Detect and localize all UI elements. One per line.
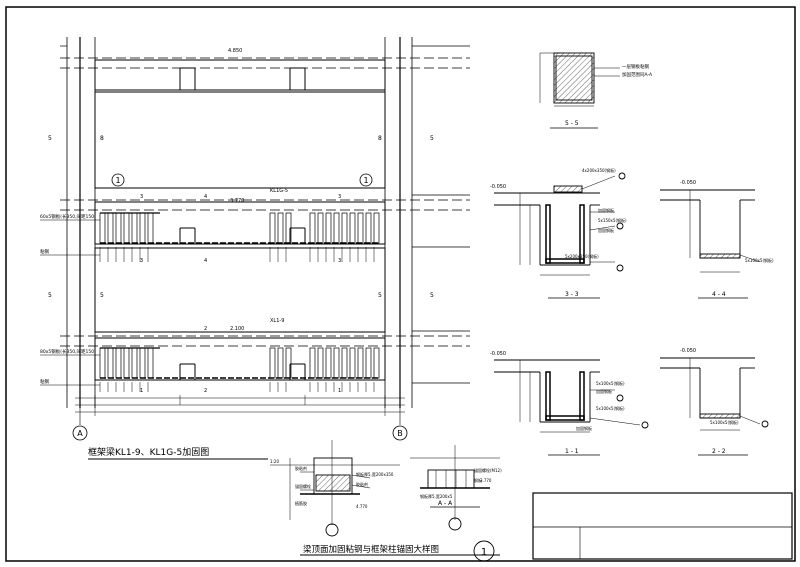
num-2-a: 2	[204, 326, 207, 332]
title-main-elevation: 框架梁KL1-9、KL1G-5加固图	[88, 446, 209, 458]
note-1-1-c: 5x100x5(钢板)	[596, 405, 625, 411]
note-3-3-e: 5x200x350(钢板)	[565, 253, 599, 259]
num-3-b: 3	[338, 194, 341, 200]
section-4-4	[660, 189, 761, 299]
scale-label: 1:20	[270, 459, 279, 464]
steel-strips-upper	[99, 212, 380, 262]
section-2-2	[660, 357, 769, 456]
num-4-b: 4	[204, 258, 207, 264]
section-1-1	[494, 359, 649, 456]
note-3-3-d: 5x150x5(钢板)	[598, 217, 627, 223]
num-2-b: 2	[204, 388, 207, 394]
steel-strips-lower	[99, 347, 380, 392]
callout-upper-left: 1	[115, 176, 120, 185]
axis-label-a: A	[77, 429, 83, 438]
title-bottom: 梁顶面加固粘钢与框架柱锚固大样图	[303, 544, 439, 555]
num-1-b: 1	[338, 388, 341, 394]
num-1-a: 1	[140, 388, 143, 394]
elev-top: 4.850	[228, 48, 242, 54]
num-5-c: 5	[48, 292, 52, 299]
elev-mid: 2.100	[230, 326, 244, 332]
aa-label-3: 钢板厚5,宽200x5	[420, 493, 453, 499]
note-3-3-a: 4x200x350(钢板)	[582, 167, 616, 173]
num-3-c: 3	[140, 258, 143, 264]
sheet-border	[5, 6, 796, 562]
detail-label-4: 胶粘剂	[356, 481, 368, 487]
section-1-1-title: 1 - 1	[565, 448, 579, 455]
num-3-a: 3	[140, 194, 143, 200]
num-5-a: 5	[48, 135, 52, 142]
note-4-4-a: 5x100x5(钢板)	[745, 257, 774, 263]
note-2-2-a: 5x100x5(钢板)	[710, 419, 739, 425]
detail-label-1: 胶粘剂	[295, 465, 307, 471]
note-3-3-f: 加固钢板	[598, 227, 614, 233]
anchor-detail	[270, 440, 500, 562]
num-5-e: 5	[378, 292, 382, 299]
title-block	[532, 492, 793, 560]
num-8-a: 8	[100, 135, 104, 142]
section-2-2-title: 2 - 2	[712, 448, 726, 455]
beam-label-lower: XL1-9	[270, 318, 284, 324]
note-5-5-a: 一层钢板粘钢	[622, 63, 649, 70]
detail-label-3: 钢板厚5,宽200x350	[356, 471, 394, 477]
section-4-4-elev: -0.050	[680, 180, 696, 186]
section-3-3	[494, 172, 626, 299]
note-3-3-b: 加固钢板	[598, 207, 614, 213]
beam-label-upper: KL1G-5	[270, 188, 288, 194]
section-3-3-elev: -0.050	[490, 184, 506, 190]
section-4-4-title: 4 - 4	[712, 291, 726, 298]
detail-label-5: 植筋胶	[295, 500, 307, 506]
title-bottom-number: 1	[481, 547, 487, 558]
section-2-2-elev: -0.050	[680, 348, 696, 354]
section-5-5-title: 5 - 5	[565, 120, 579, 127]
section-aa	[410, 445, 500, 531]
steel-label-2: 粘钢	[40, 248, 49, 255]
elevation-callouts	[72, 173, 408, 441]
elev-beam: 3.770	[230, 198, 244, 204]
frame-elevation	[40, 37, 470, 425]
num-5-b: 5	[430, 135, 434, 142]
callout-upper-right: 1	[363, 176, 368, 185]
steel-label-4: 粘钢	[40, 378, 49, 385]
axis-label-b: B	[397, 429, 403, 438]
aa-dim: 3.770	[480, 478, 492, 483]
section-5-5	[539, 52, 620, 129]
note-5-5-b: 加固范围同A-A	[622, 71, 653, 78]
steel-label-3: 80x5钢板(长350,间距150)	[40, 348, 96, 355]
note-1-1-b: 加固钢板	[596, 388, 612, 394]
num-5-f: 5	[430, 292, 434, 299]
section-3-3-title: 3 - 3	[565, 291, 579, 298]
aa-label-2: 钢板	[474, 477, 482, 483]
num-5-d: 5	[100, 292, 104, 299]
detail-label-2: 锚固螺栓	[295, 483, 311, 489]
detail-dim: 4.770	[356, 504, 368, 509]
section-1-1-elev: -0.050	[490, 351, 506, 357]
num-4-a: 4	[204, 194, 207, 200]
section-aa-title: A - A	[438, 500, 453, 507]
num-3-d: 3	[338, 258, 341, 264]
note-1-1-a: 5x100x5(钢板)	[596, 380, 625, 386]
steel-label-1: 60x5钢板(长350,间距150)	[40, 213, 96, 220]
aa-label-1: 锚固螺栓(M12)	[474, 467, 502, 473]
num-8-b: 8	[378, 135, 382, 142]
note-1-1-d: 加固钢板	[576, 425, 592, 431]
